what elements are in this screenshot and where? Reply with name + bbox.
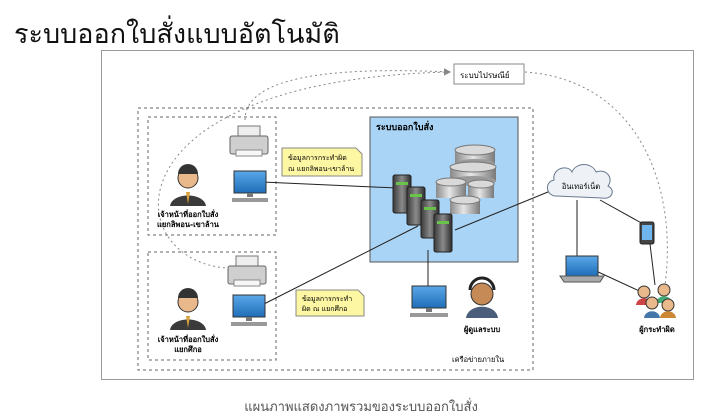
- connection-lines: [261, 181, 656, 306]
- officer-bottom-label: เจ้าหน้าที่ออกใบสั่ง: [158, 333, 219, 344]
- internal-network-boundary: [137, 107, 534, 371]
- laptop-icon: [559, 255, 605, 283]
- internet-label: อินเทอร์เน็ต: [561, 181, 600, 191]
- officer-bottom-zone: [147, 251, 277, 361]
- dotted-arrow-printer-bottom: [157, 68, 451, 269]
- officer-top-zone: [147, 116, 277, 236]
- svg-text:ผิด ณ แยกศึกอ: ผิด ณ แยกศึกอ: [302, 304, 347, 313]
- printer-icon: [229, 125, 269, 157]
- smartphone-icon: [639, 221, 655, 245]
- officer-top-label: เจ้าหน้าที่ออกใบสั่ง: [158, 208, 219, 219]
- diagram-caption: แผนภาพแสดงภาพรวมของระบบออกใบสั่ง: [244, 400, 478, 415]
- ticket-system-label: ระบบออกใบสั่ง: [376, 120, 433, 133]
- computer-icon: [410, 285, 448, 317]
- officer-top-location: แยกลิพอน-เขาล้าน: [157, 220, 220, 229]
- postal-system-label: ระบบไปรษณีย์: [460, 70, 510, 80]
- page-title: ระบบออกใบสั่งแบบอัตโนมัติ: [14, 19, 340, 50]
- admin-avatar-icon: [466, 276, 498, 318]
- offender-label: ผู้กระทำผิด: [639, 325, 675, 335]
- svg-text:ณ แยกลิพอน-เขาล้าน: ณ แยกลิพอน-เขาล้าน: [288, 165, 354, 173]
- postal-system-box: [453, 63, 525, 85]
- internal-network-label: เครือข่ายภายใน: [452, 355, 504, 364]
- dotted-arrow-printer-top: [244, 68, 451, 121]
- officer-avatar-icon: [170, 288, 206, 330]
- data-note-bottom: ข้อมูลการกระทำ ผิด ณ แยกศึกอ: [295, 289, 365, 317]
- data-note-top: ข้อมูลการกระทำผิด ณ แยกลิพอน-เขาล้าน: [281, 147, 363, 177]
- admin-label: ผู้ดูแลระบบ: [464, 325, 501, 335]
- offender-group-icon: [636, 283, 676, 318]
- dotted-arrow-to-offender: [524, 71, 669, 293]
- computer-icon: [232, 170, 268, 202]
- printer-icon: [227, 255, 267, 287]
- computer-icon: [231, 294, 267, 326]
- officer-bottom-location: แยกศึกอ: [174, 345, 202, 354]
- internet-cloud-icon: [547, 164, 613, 199]
- svg-text:ข้อมูลการกระทำผิด: ข้อมูลการกระทำผิด: [288, 154, 347, 162]
- officer-avatar-icon: [170, 164, 206, 206]
- svg-text:ข้อมูลการกระทำ: ข้อมูลการกระทำ: [302, 295, 352, 303]
- server-icon: [392, 174, 453, 253]
- database-icon: [435, 144, 497, 214]
